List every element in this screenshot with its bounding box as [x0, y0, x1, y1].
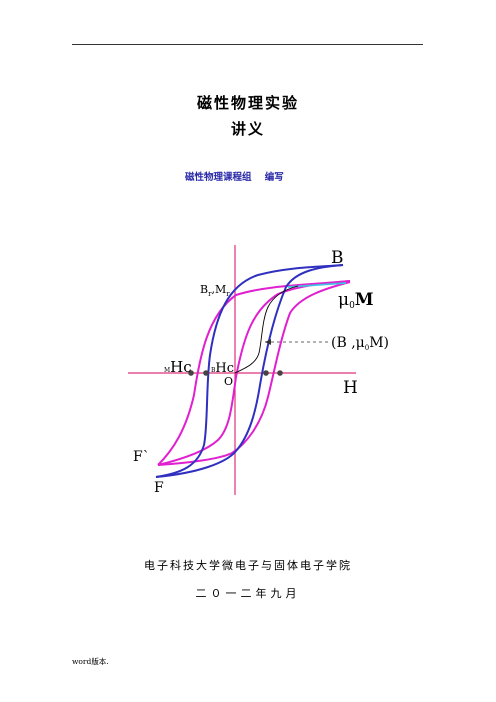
label-fprime: F` — [133, 449, 150, 465]
publication-date: 二０一二年九月 — [195, 587, 301, 600]
label-h: H — [343, 378, 358, 398]
label-origin: O — [224, 375, 233, 388]
label-b: B — [331, 248, 344, 268]
label-bhc: BHc — [211, 361, 234, 376]
label-br-mr: Br,Mr — [200, 283, 230, 298]
author-line: 磁性物理课程组 编写 — [185, 172, 284, 183]
mhc-dot — [188, 370, 194, 376]
magnetization-loop-lower — [157, 281, 351, 466]
label-point: (B ,μ0M) — [331, 335, 389, 352]
footer-note: word版本. — [72, 657, 109, 666]
magnetization-loop — [157, 280, 351, 466]
label-mhc: MHc — [164, 358, 192, 376]
institution: 电子科技大学微电子与固体电子学院 — [144, 559, 352, 572]
initial-curve — [234, 285, 299, 374]
document-title: 磁性物理实验 — [196, 94, 299, 112]
document-subtitle: 讲义 — [230, 120, 265, 138]
label-f: F — [154, 480, 164, 496]
label-mu0m: μ0M — [338, 290, 374, 311]
mhc-dot-right — [277, 370, 283, 376]
pointer-arrowhead — [265, 339, 271, 345]
induction-loop-lower — [155, 264, 344, 478]
bhc-dot-right — [263, 370, 269, 376]
hysteresis-loop-diagram: B H Br,Mr μ0M (B ,μ0M) MHc BHc O F` F — [128, 245, 389, 496]
bhc-dot — [203, 370, 209, 376]
induction-loop-upper — [155, 264, 344, 478]
header-rule — [72, 44, 423, 45]
magnetization-loop-left-branch — [157, 280, 351, 466]
